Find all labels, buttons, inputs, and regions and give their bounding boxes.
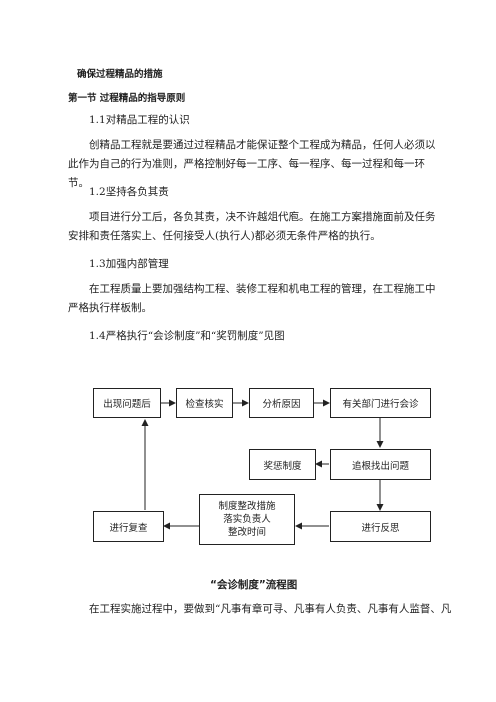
flow-box-reflection: 进行反思 bbox=[330, 511, 431, 542]
flow-box-rectification: 制度整改措施 落实负责人 整改时间 bbox=[199, 494, 295, 545]
heading-1-2: 1.2坚持各负其责 bbox=[89, 186, 169, 198]
heading-1-3: 1.3加强内部管理 bbox=[89, 258, 169, 270]
flow-box-check-verify: 检查核实 bbox=[176, 388, 233, 418]
flow-box-root-cause: 追根找出问题 bbox=[330, 449, 431, 480]
flow-box-analyze-cause: 分析原因 bbox=[249, 388, 314, 418]
paragraph-4: 在工程实施过程中，要做到“凡事有章可寻、凡事有人负责、凡事有人监督、凡 bbox=[89, 603, 452, 615]
flow-box-problem-occurs: 出现问题后 bbox=[93, 388, 161, 418]
doc-title: 确保过程精品的措施 bbox=[77, 69, 163, 80]
rectification-line-2: 落实负责人 bbox=[223, 514, 271, 525]
flow-box-re-inspect: 进行复查 bbox=[93, 511, 164, 542]
flow-box-reward-penalty: 奖惩制度 bbox=[249, 449, 316, 480]
rectification-line-3: 整改时间 bbox=[227, 527, 266, 538]
paragraph-3: 在工程质量上要加强结构工程、装修工程和机电工程的管理，在工程施工中严格执行样板制… bbox=[68, 283, 436, 314]
section-heading: 第一节 过程精品的指导原则 bbox=[68, 93, 186, 104]
heading-1-1: 1.1对精品工程的认识 bbox=[89, 114, 190, 126]
paragraph-1: 创精品工程就是要通过过程精品才能保证整个工程成为精品，任何人必须以此作为自己的行… bbox=[68, 139, 436, 189]
flow-box-department-consultation: 有关部门进行会诊 bbox=[330, 388, 431, 418]
heading-1-4: 1.4严格执行“会诊制度”和“奖罚制度”见图 bbox=[89, 330, 285, 342]
paragraph-2: 项目进行分工后，各负其责，决不许越俎代庖。在施工方案措施面前及任务安排和责任落实… bbox=[68, 211, 436, 242]
rectification-line-1: 制度整改措施 bbox=[218, 501, 276, 512]
flowchart-caption: “会诊制度”流程图 bbox=[210, 579, 298, 591]
